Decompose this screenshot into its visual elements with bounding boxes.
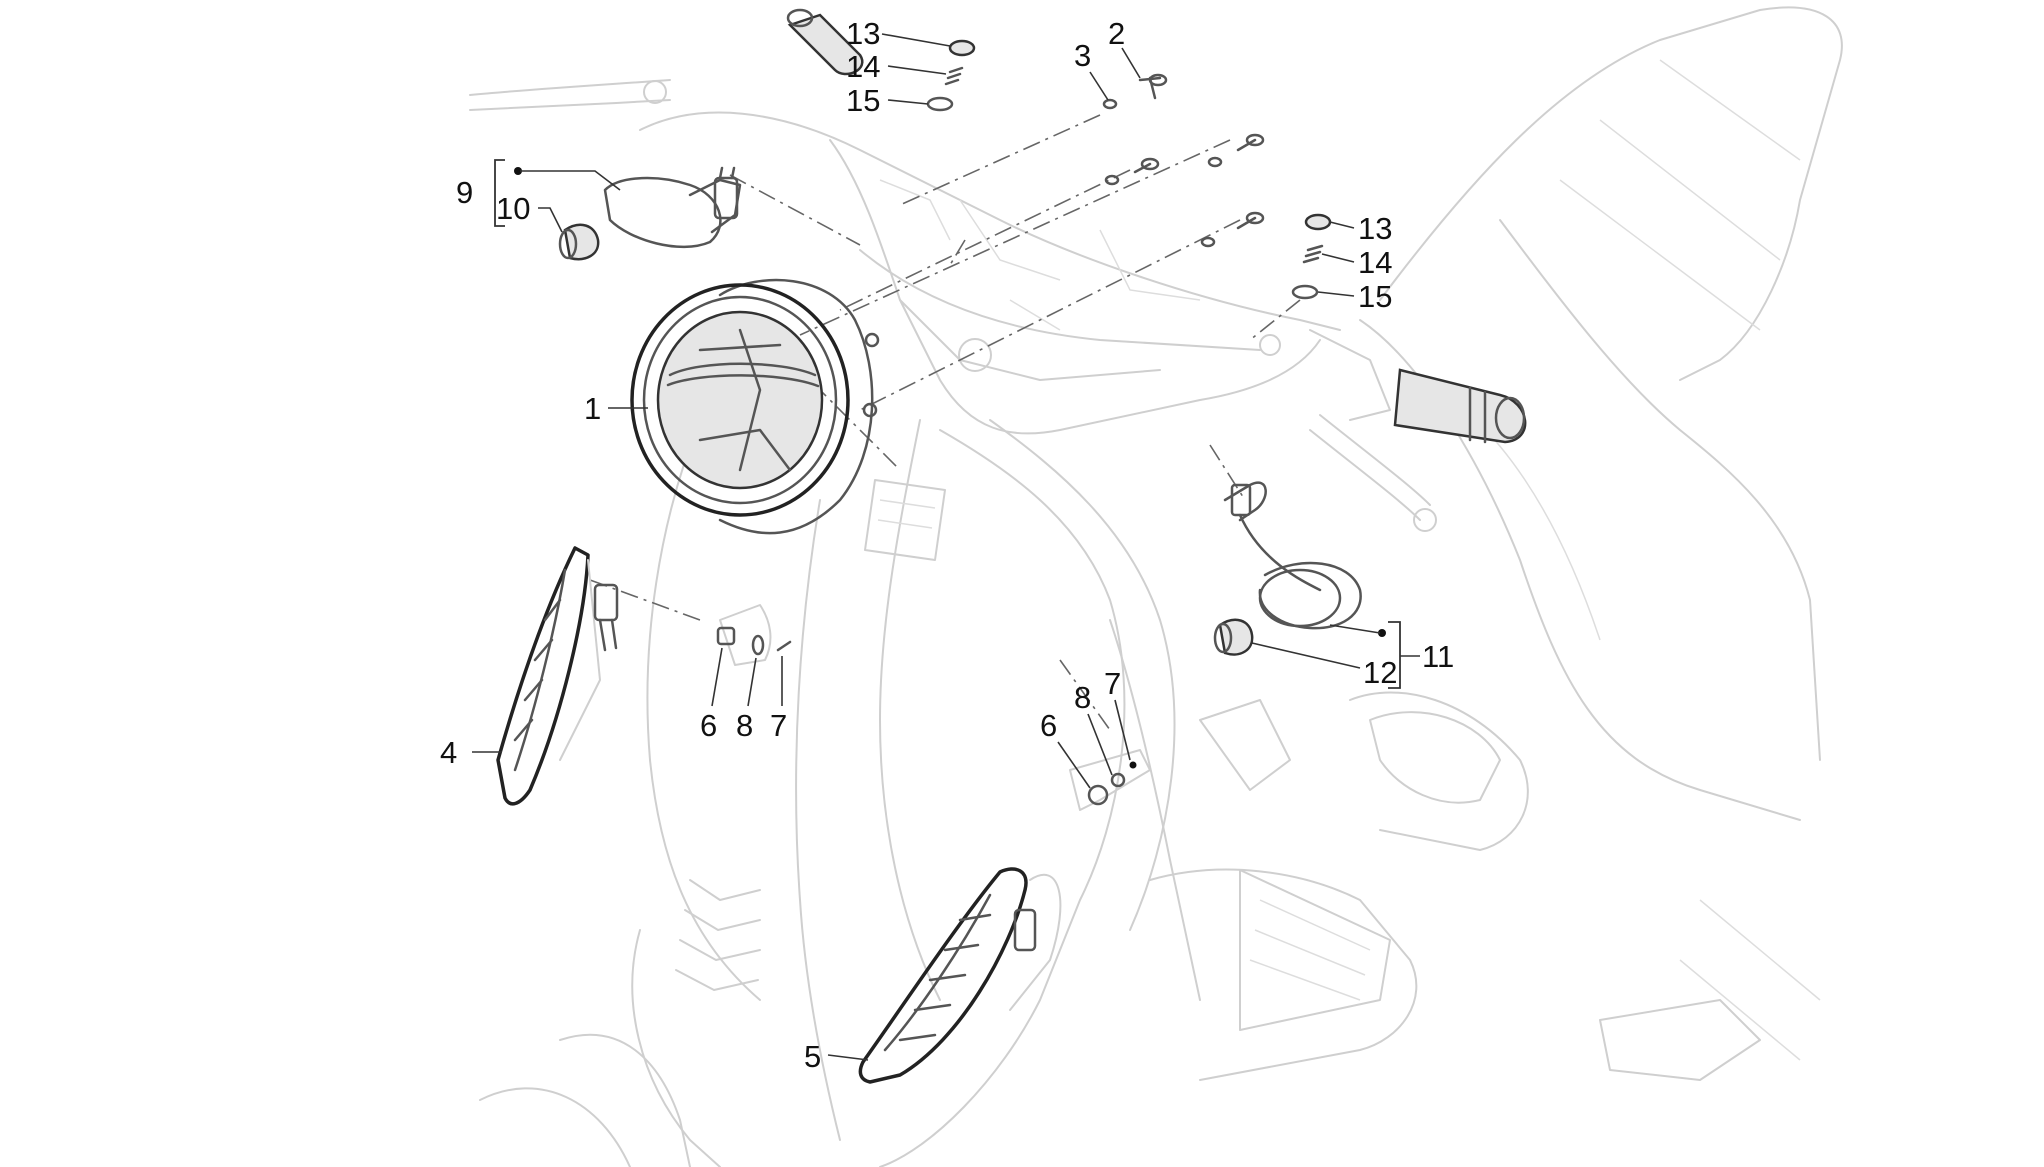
left-side-lamp — [496, 546, 619, 806]
callout-6-upper: 6 — [700, 708, 717, 743]
callout-7-lower: 7 — [1104, 666, 1121, 701]
headlight-assembly — [630, 278, 880, 535]
assembly-lines — [589, 114, 1301, 731]
callout-13-right: 13 — [1358, 211, 1392, 246]
callout-4: 4 — [440, 735, 457, 770]
callout-8-upper: 8 — [736, 708, 753, 743]
callout-15-right: 15 — [1358, 279, 1392, 314]
callout-2: 2 — [1108, 16, 1125, 51]
callout-14-right: 14 — [1358, 245, 1392, 280]
callout-9: 9 — [456, 175, 473, 210]
right-side-lamp — [858, 867, 1062, 1084]
left-turn-signal — [558, 166, 742, 261]
handlebar-casting — [469, 8, 1527, 532]
callout-6-lower: 6 — [1040, 708, 1057, 743]
callout-7-upper: 7 — [770, 708, 787, 743]
leader-lines — [472, 33, 1420, 1061]
callout-12: 12 — [1363, 655, 1397, 690]
scooter-body-outline — [479, 6, 1843, 1167]
callout-8-lower: 8 — [1074, 680, 1091, 715]
callout-11: 11 — [1422, 639, 1454, 674]
callout-10: 10 — [496, 191, 530, 226]
callout-3: 3 — [1074, 38, 1091, 73]
callout-1: 1 — [584, 391, 601, 426]
callout-14-upper: 14 — [846, 49, 880, 84]
right-turn-signal — [1213, 481, 1362, 656]
callout-5: 5 — [804, 1039, 821, 1074]
callout-labels: 1 2 3 4 5 6 8 7 6 8 7 9 10 11 12 13 14 1… — [440, 16, 1454, 1074]
callout-15-upper: 15 — [846, 83, 880, 118]
callout-13-upper: 13 — [846, 16, 880, 51]
